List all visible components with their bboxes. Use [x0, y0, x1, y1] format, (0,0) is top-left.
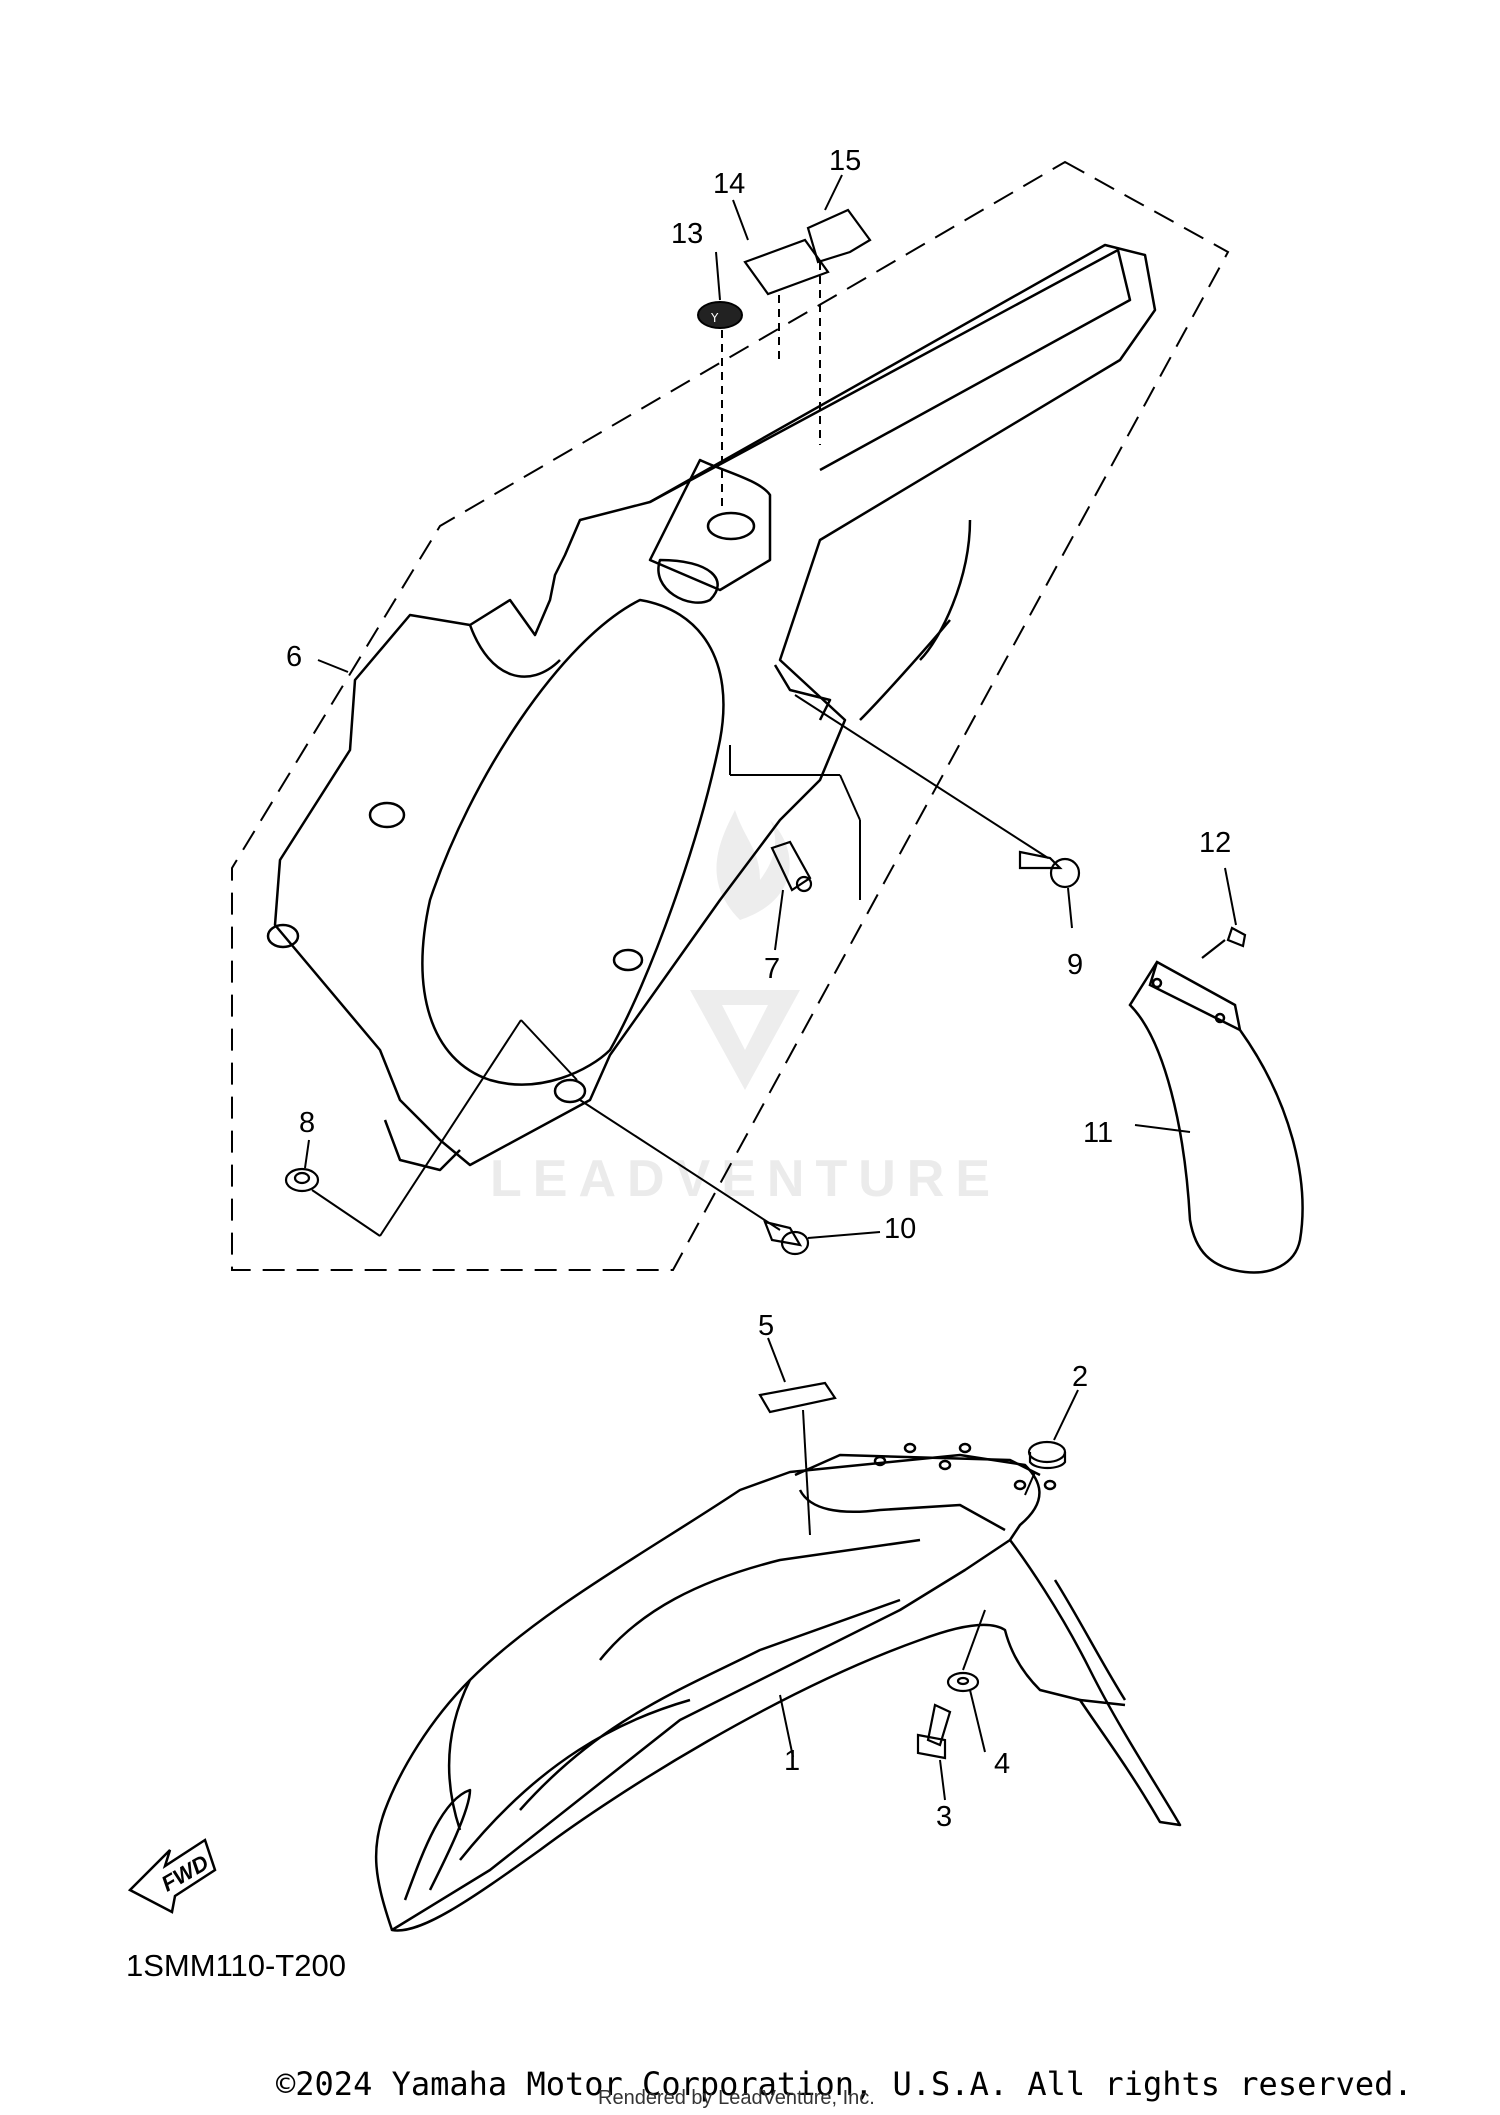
assembly-6-outline	[231, 160, 1230, 1271]
grommet-8	[284, 1167, 320, 1193]
watermark-text: LEADVENTURE	[490, 1150, 1001, 1208]
callout-8: 8	[299, 1107, 315, 1139]
callout-4: 4	[994, 1748, 1010, 1780]
svg-text:Y: Y	[710, 311, 719, 325]
watermark-flame-icon	[716, 810, 790, 920]
diagram-code: 1SMM110-T200	[126, 1948, 346, 1983]
nut-7	[770, 840, 813, 893]
bolt-9	[1018, 850, 1081, 889]
watermark-v-icon	[690, 990, 800, 1090]
callout-11: 11	[1083, 1117, 1113, 1149]
callout-13: 13	[671, 218, 703, 250]
decal-15	[806, 208, 872, 264]
callout-9: 9	[1067, 949, 1083, 981]
fwd-arrow-icon: FWD	[127, 1838, 217, 1914]
bolt-10	[763, 1220, 810, 1256]
decal-13: Y	[697, 301, 743, 329]
callout-5: 5	[758, 1310, 774, 1342]
callout-2: 2	[1072, 1361, 1088, 1393]
collar-2	[1027, 1440, 1067, 1470]
bolt-3	[916, 1703, 952, 1760]
leader-lines	[304, 174, 1237, 1801]
decal-14	[743, 238, 830, 296]
callout-10: 10	[884, 1213, 916, 1245]
callout-7: 7	[764, 953, 780, 985]
rear-fender	[266, 243, 1157, 1172]
callout-numbers: 1 2 3 4 5 6 7 8 9 10 11 12 13 14 15	[286, 145, 1231, 1833]
front-fender	[374, 1442, 1182, 1932]
callout-12: 12	[1199, 827, 1231, 859]
decal-5	[758, 1381, 837, 1414]
screw-12	[1201, 926, 1247, 959]
callout-1: 1	[784, 1745, 800, 1777]
callout-3: 3	[936, 1801, 952, 1833]
leadventure-watermark: LEADVENTURE	[490, 810, 1001, 1208]
mud-flap-11	[1128, 960, 1304, 1274]
rendered-by-notice: Rendered by LeadVenture, Inc.	[598, 2087, 875, 2109]
copyright-notice: ©2024 Yamaha Motor Corporation, U.S.A. A…	[276, 2065, 1413, 2103]
callout-6: 6	[286, 641, 302, 673]
callout-14: 14	[713, 168, 745, 200]
washer-4	[946, 1671, 980, 1693]
callout-15: 15	[829, 145, 861, 177]
